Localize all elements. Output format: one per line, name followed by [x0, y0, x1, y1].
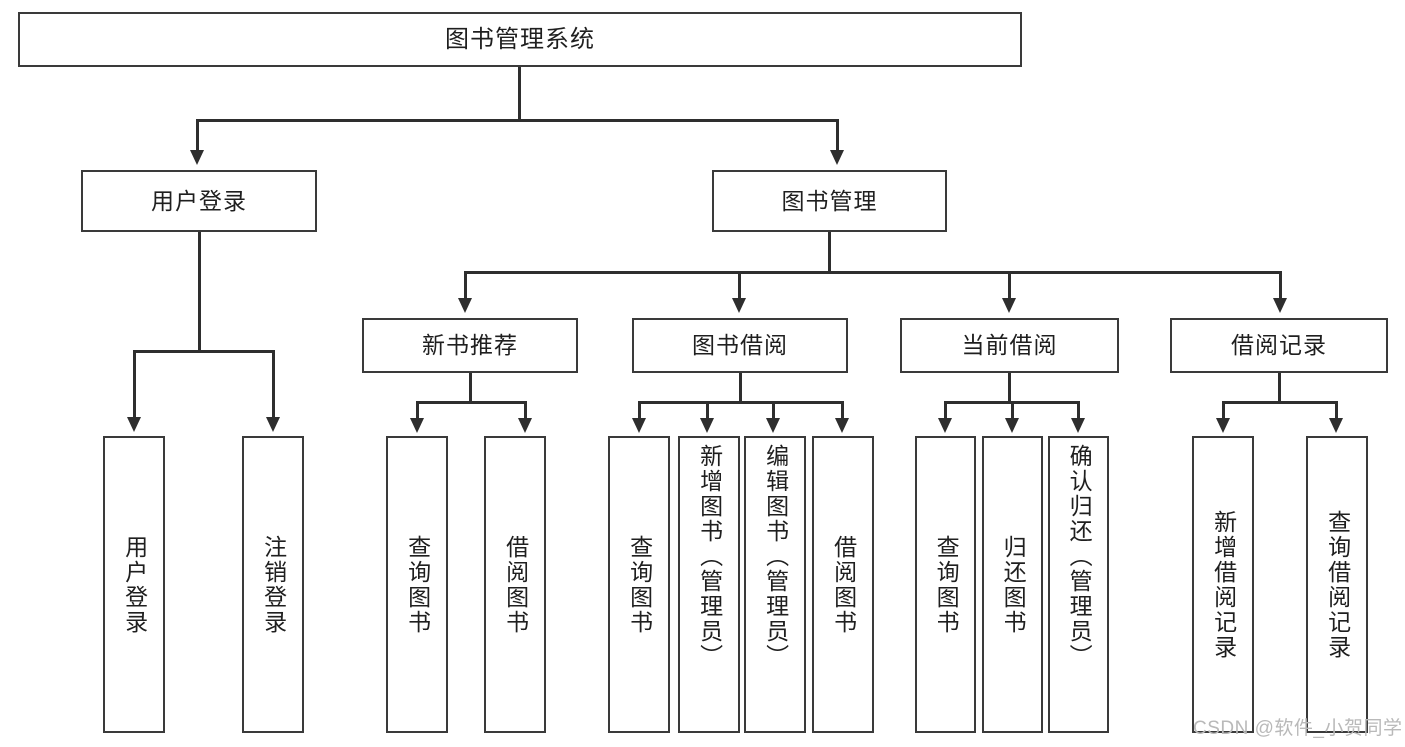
leaf-label: 归还图书: [1000, 534, 1027, 635]
connector-book-manage-stem: [828, 232, 831, 272]
connector-borrow-bus: [638, 401, 844, 404]
leaf-logout[interactable]: 注销登录: [242, 436, 304, 733]
leaf-current-query-book[interactable]: 查询图书: [915, 436, 976, 733]
leaf-borrow-edit-book-admin[interactable]: 编辑图书（管理员）: [744, 436, 806, 733]
connector-book-manage-drop-1: [464, 271, 467, 299]
arrow-to-leaf-current-1: [938, 418, 952, 433]
leaf-label: 借阅图书: [502, 534, 529, 635]
arrow-to-book-borrow: [732, 298, 746, 313]
arrow-to-leaf-borrow-2: [700, 418, 714, 433]
connector-recommend-stem: [469, 373, 472, 402]
node-new-book-recommend[interactable]: 新书推荐: [362, 318, 578, 373]
leaf-label: 查询图书: [626, 534, 653, 635]
connector-user-login-drop-2: [272, 350, 275, 418]
connector-root-drop-right: [836, 119, 839, 151]
node-label: 新书推荐: [422, 332, 518, 359]
leaf-label: 注销登录: [260, 534, 287, 635]
connector-current-stem: [1008, 373, 1011, 402]
connector-record-drop-2: [1335, 401, 1338, 419]
node-borrow-record[interactable]: 借阅记录: [1170, 318, 1388, 373]
connector-current-drop-1: [944, 401, 947, 419]
connector-user-login-bus: [133, 350, 275, 353]
leaf-borrow-query-book[interactable]: 查询图书: [608, 436, 670, 733]
leaf-label: 用户登录: [121, 534, 148, 635]
arrow-to-leaf-current-3: [1071, 418, 1085, 433]
arrow-to-leaf-record-2: [1329, 418, 1343, 433]
connector-borrow-drop-1: [638, 401, 641, 419]
arrow-to-leaf-record-1: [1216, 418, 1230, 433]
arrow-to-leaf-borrow-1: [632, 418, 646, 433]
arrow-to-book-manage: [830, 150, 844, 165]
node-book-management[interactable]: 图书管理: [712, 170, 947, 232]
node-label: 图书管理系统: [445, 25, 595, 53]
node-user-login[interactable]: 用户登录: [81, 170, 317, 232]
connector-recommend-bus: [416, 401, 526, 404]
connector-recommend-drop-2: [524, 401, 527, 419]
leaf-label: 查询图书: [404, 534, 431, 635]
leaf-label: 编辑图书（管理员）: [762, 444, 789, 669]
arrow-to-leaf-recommend-2: [518, 418, 532, 433]
arrow-to-leaf-logout: [266, 417, 280, 432]
leaf-label: 查询借阅记录: [1324, 509, 1351, 660]
arrow-to-current-borrow: [1002, 298, 1016, 313]
leaf-label: 新增借阅记录: [1210, 509, 1237, 660]
leaf-current-confirm-return-admin[interactable]: 确认归还（管理员）: [1048, 436, 1109, 733]
leaf-current-return-book[interactable]: 归还图书: [982, 436, 1043, 733]
arrow-to-leaf-user-login: [127, 417, 141, 432]
connector-book-manage-drop-3: [1008, 271, 1011, 299]
node-label: 图书借阅: [692, 332, 788, 359]
connector-book-manage-drop-2: [738, 271, 741, 299]
connector-borrow-drop-2: [706, 401, 709, 419]
leaf-borrow-borrow-book[interactable]: 借阅图书: [812, 436, 874, 733]
leaf-user-login[interactable]: 用户登录: [103, 436, 165, 733]
arrow-to-leaf-borrow-4: [835, 418, 849, 433]
leaf-label: 查询图书: [933, 534, 960, 635]
node-root-system[interactable]: 图书管理系统: [18, 12, 1022, 67]
leaf-borrow-add-book-admin[interactable]: 新增图书（管理员）: [678, 436, 740, 733]
csdn-watermark: CSDN @软件_小贺同学: [1193, 718, 1403, 739]
leaf-record-query-record[interactable]: 查询借阅记录: [1306, 436, 1368, 733]
leaf-recommend-query-book[interactable]: 查询图书: [386, 436, 448, 733]
connector-root-drop-left: [196, 119, 199, 151]
connector-current-drop-3: [1077, 401, 1080, 419]
leaf-label: 确认归还（管理员）: [1066, 444, 1093, 669]
node-label: 用户登录: [151, 187, 247, 214]
connector-root-bus: [196, 119, 838, 122]
connector-user-login-stem: [198, 232, 201, 351]
arrow-to-user-login: [190, 150, 204, 165]
node-current-borrow[interactable]: 当前借阅: [900, 318, 1119, 373]
node-book-borrow[interactable]: 图书借阅: [632, 318, 848, 373]
arrow-to-leaf-current-2: [1005, 418, 1019, 433]
connector-record-stem: [1278, 373, 1281, 402]
arrow-to-leaf-recommend-1: [410, 418, 424, 433]
connector-borrow-drop-4: [841, 401, 844, 419]
leaf-recommend-borrow-book[interactable]: 借阅图书: [484, 436, 546, 733]
arrow-to-borrow-record: [1273, 298, 1287, 313]
node-label: 图书管理: [781, 187, 878, 214]
connector-user-login-drop-1: [133, 350, 136, 418]
node-label: 借阅记录: [1231, 332, 1327, 359]
leaf-label: 新增图书（管理员）: [696, 444, 723, 669]
leaf-record-add-record[interactable]: 新增借阅记录: [1192, 436, 1254, 733]
connector-borrow-drop-3: [772, 401, 775, 419]
connector-record-bus: [1222, 401, 1337, 404]
connector-record-drop-1: [1222, 401, 1225, 419]
connector-root-stem: [518, 67, 521, 120]
connector-borrow-stem: [739, 373, 742, 402]
connector-book-manage-drop-4: [1279, 271, 1282, 299]
connector-recommend-drop-1: [416, 401, 419, 419]
connector-current-drop-2: [1011, 401, 1014, 419]
leaf-label: 借阅图书: [830, 534, 857, 635]
arrow-to-leaf-borrow-3: [766, 418, 780, 433]
arrow-to-new-book-recommend: [458, 298, 472, 313]
node-label: 当前借阅: [961, 332, 1058, 359]
connector-book-manage-bus: [464, 271, 1282, 274]
